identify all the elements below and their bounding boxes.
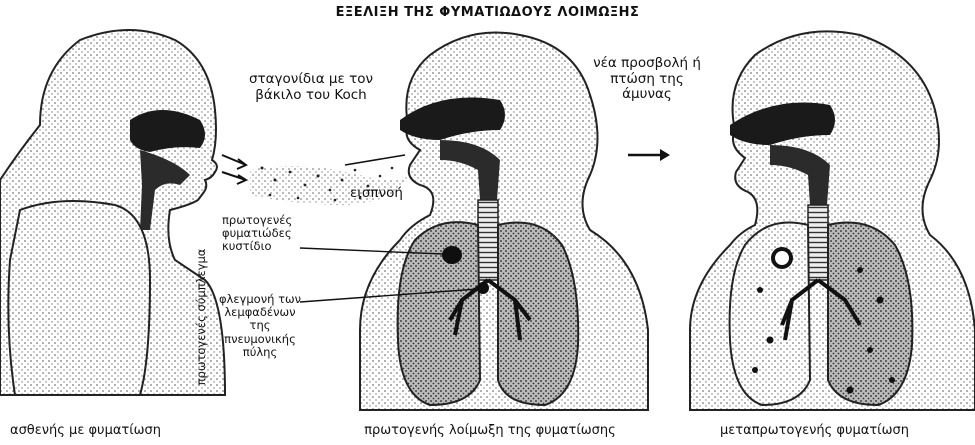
- lymph-node-label-line5: πύλης: [212, 346, 308, 359]
- primary-complex-label: πρωτογενές σύμπλεγμα: [191, 228, 211, 406]
- tubercle-label: πρωτογενές φυματιώδες κυστίδιο: [222, 214, 292, 254]
- reexposure-label-line2: πτώση της: [572, 72, 722, 88]
- inhalation-label: εισπνοή: [350, 186, 403, 202]
- hilar-node: [477, 282, 489, 294]
- caption-primary-infection: πρωτογενής λοίμωξη της φυματίωσης: [330, 424, 650, 439]
- droplets-label: σταγονίδια με τον βάκιλο του Koch: [226, 72, 396, 103]
- lymph-node-label: φλεγμονή των λεμφαδένων της πνευμονικής …: [212, 293, 308, 359]
- droplets-label-line1: σταγονίδια με τον: [226, 72, 396, 88]
- exhale-arrow-upper: [222, 155, 246, 169]
- exhale-arrow-lower: [222, 172, 246, 184]
- tubercle-label-line3: κυστίδιο: [222, 240, 292, 253]
- droplets-label-line2: βάκιλο του Koch: [226, 88, 396, 104]
- reexposure-label-line1: νέα προσβολή ή: [572, 56, 722, 72]
- inhale-arrow: [345, 155, 405, 165]
- right-trachea: [808, 205, 828, 280]
- reexposure-label: νέα προσβολή ή πτώση της άμυνας: [572, 56, 722, 103]
- page-title: ΕΞΕΛΙΞΗ ΤΗΣ ΦΥΜΑΤΙΩΔΟΥΣ ΛΟΙΜΩΞΗΣ: [0, 6, 975, 21]
- right-right-lung: [730, 223, 810, 406]
- primary-complex-text: πρωτογενές σύμπλεγμα: [194, 249, 208, 386]
- middle-trachea: [478, 200, 498, 280]
- reexposure-label-line3: άμυνας: [572, 87, 722, 103]
- caption-post-primary: μεταπρωτογενής φυματίωση: [720, 424, 909, 439]
- cavity-lesion: [773, 249, 791, 267]
- right-figure: [690, 31, 975, 410]
- lymph-node-label-line3: της: [212, 319, 308, 332]
- reexposure-arrow: [628, 149, 670, 161]
- caption-patient: ασθενής με φυματίωση: [10, 424, 161, 439]
- tubercle: [442, 246, 462, 264]
- lymph-node-label-line4: πνευμονικής: [212, 333, 308, 346]
- middle-right-lung: [398, 222, 480, 405]
- patient-lung: [8, 201, 150, 395]
